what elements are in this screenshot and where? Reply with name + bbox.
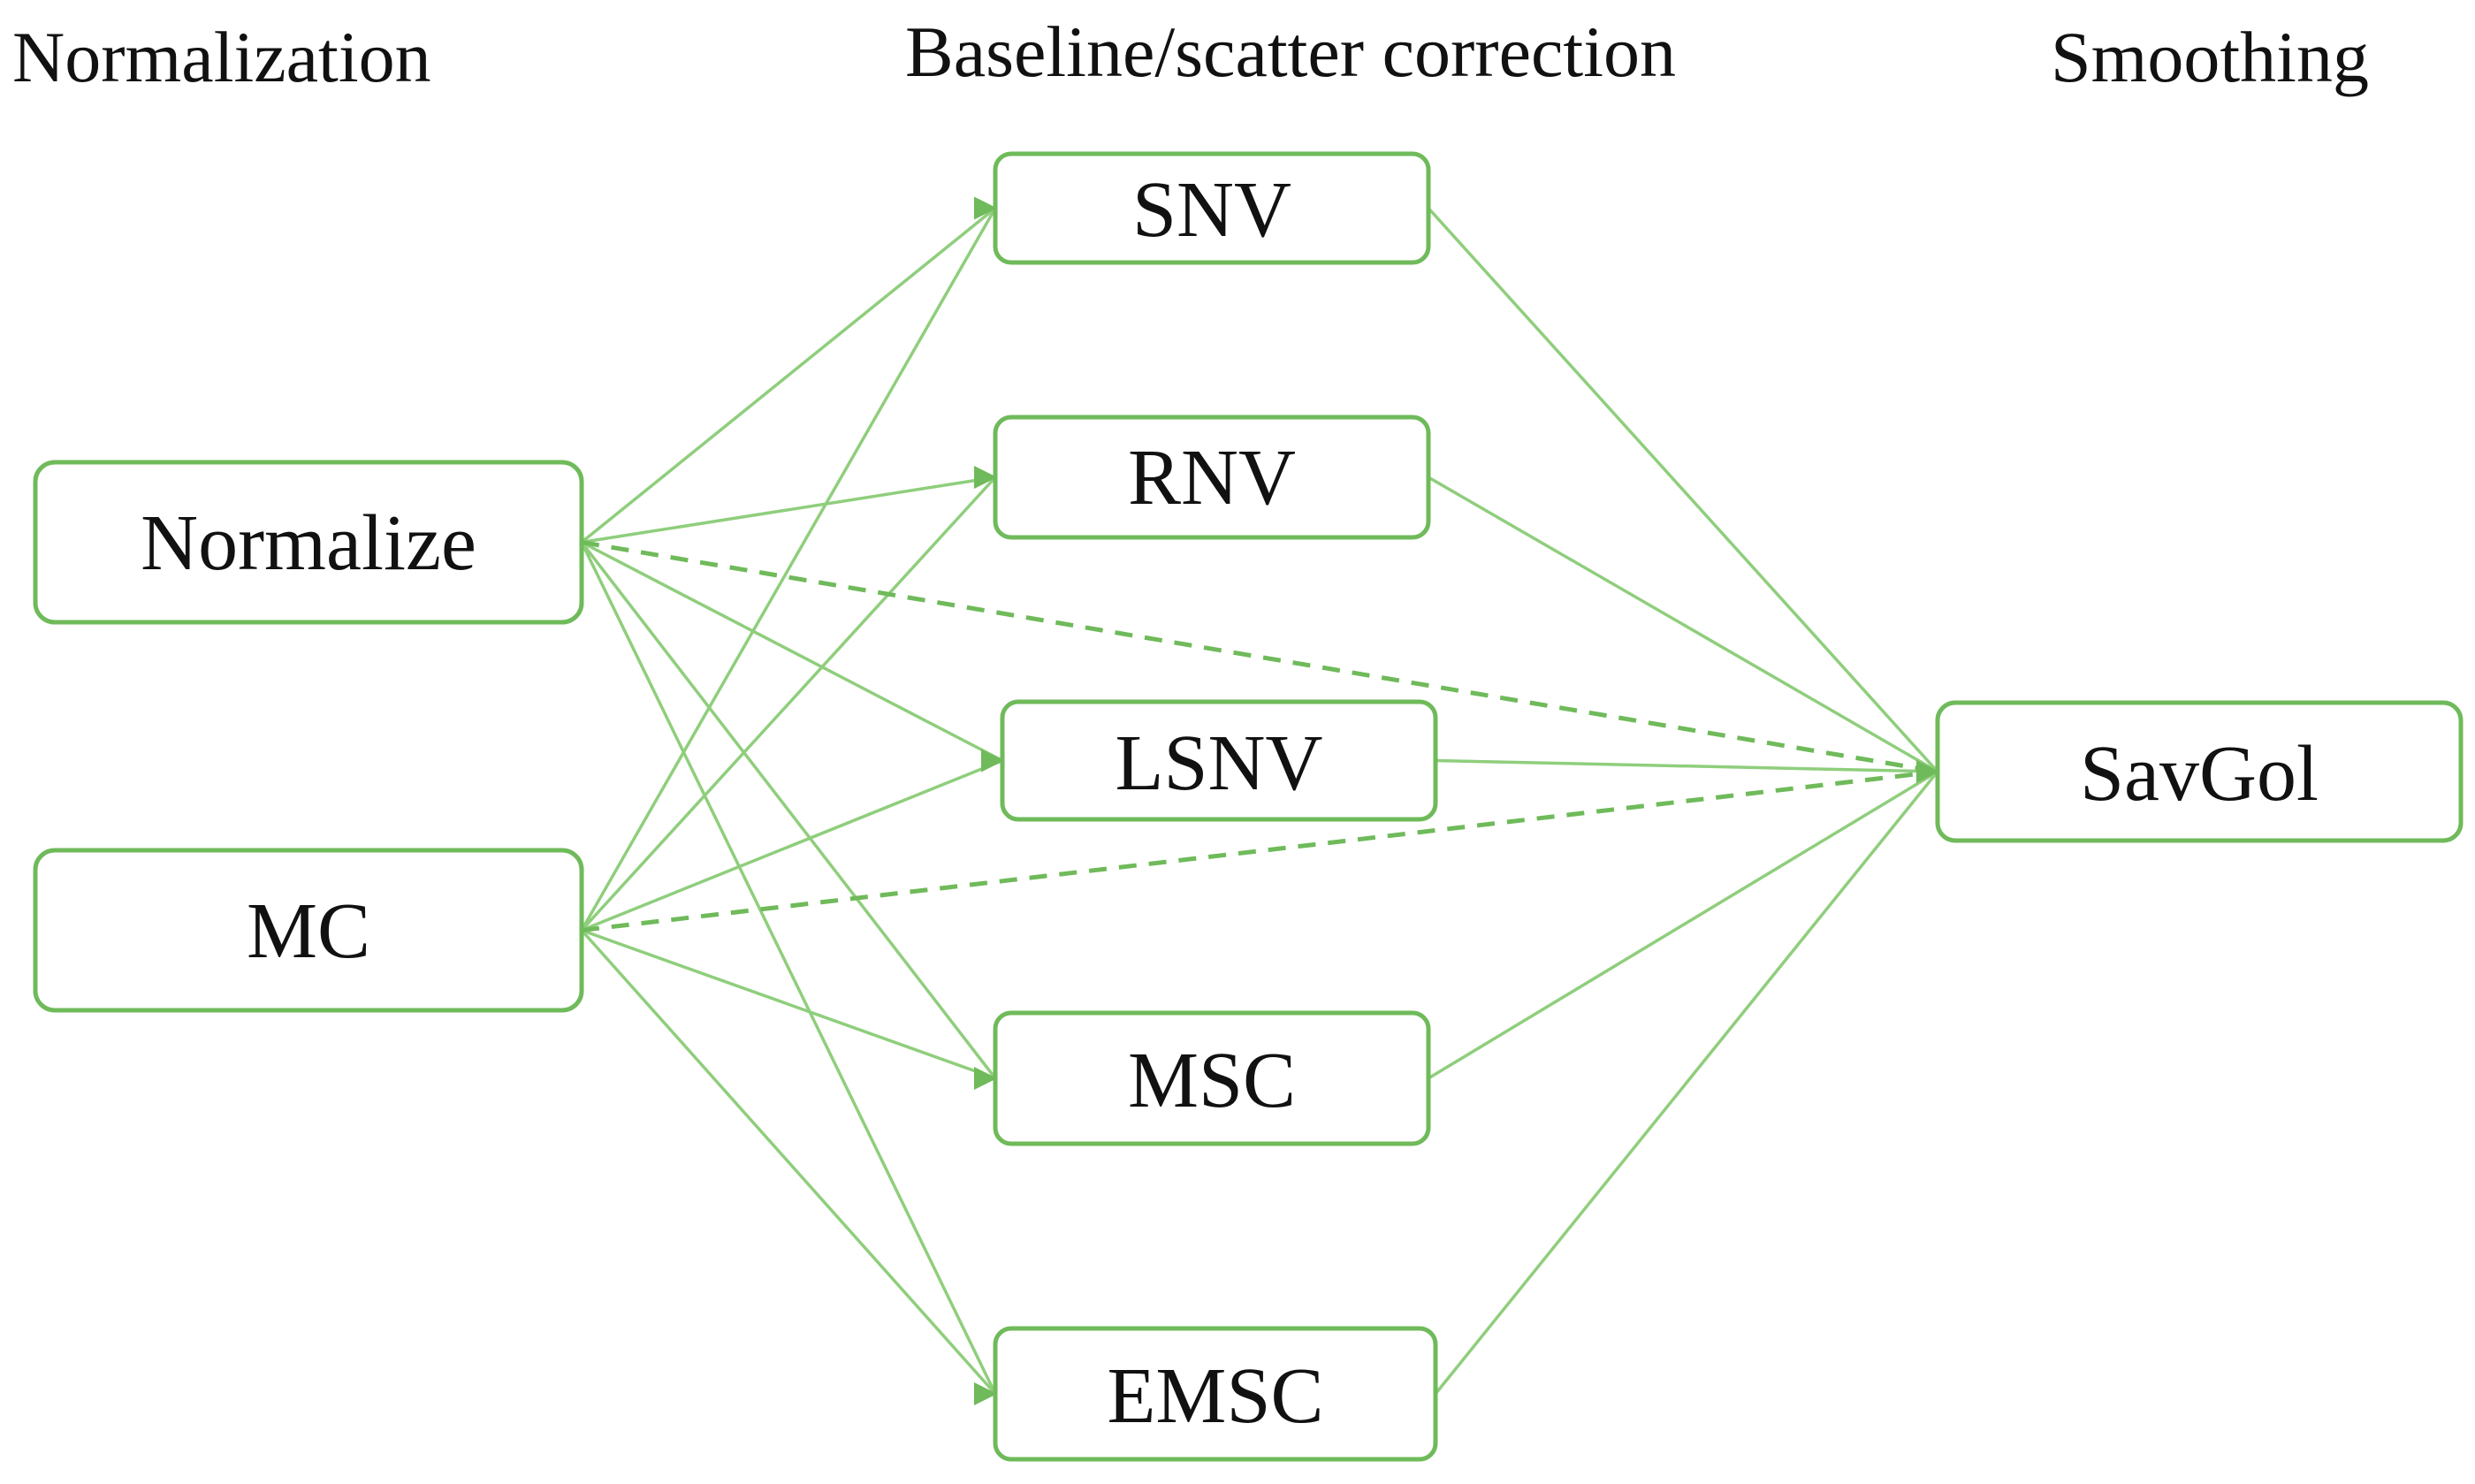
- node-snv: SNV: [993, 151, 1431, 265]
- node-emsc: EMSC: [993, 1326, 1438, 1462]
- node-savgol: SavGol: [1935, 700, 2464, 843]
- edge-mc-to-msc: [581, 928, 996, 1080]
- edge-lsnv-to-savgol: [1435, 758, 1938, 773]
- node-mc: MC: [33, 848, 584, 1013]
- edge-mc-to-savgol: [581, 769, 1938, 932]
- node-savgol-box: [1935, 700, 2464, 843]
- edge-snv-to-savgol: [1427, 207, 1939, 773]
- arrowhead-into-snv: [974, 196, 997, 220]
- node-lsnv: LSNV: [1000, 699, 1438, 822]
- node-snv-label: SNV: [1132, 166, 1291, 254]
- node-emsc-label: EMSC: [1107, 1352, 1323, 1440]
- node-rnv-box: [993, 415, 1431, 540]
- node-normalize-box: [33, 460, 584, 625]
- heading-normalization: Normalization: [12, 17, 431, 97]
- heading-baseline-scatter-correction: Baseline/scatter correction: [905, 11, 1676, 92]
- edge-rnv-to-savgol: [1428, 476, 1938, 773]
- node-msc: MSC: [993, 1010, 1431, 1146]
- node-savgol-label: SavGol: [2080, 730, 2319, 818]
- edge-emsc-to-savgol: [1434, 770, 1939, 1396]
- node-msc-box: [993, 1010, 1431, 1146]
- edge-normalize-to-emsc: [580, 541, 997, 1395]
- edge-normalize-to-rnv: [581, 476, 996, 544]
- node-msc-label: MSC: [1128, 1037, 1296, 1124]
- edge-normalize-to-snv: [580, 207, 997, 544]
- node-emsc-box: [993, 1326, 1438, 1462]
- arrowhead-into-lsnv: [981, 749, 1004, 772]
- edge-mc-to-snv: [580, 207, 997, 932]
- arrowhead-into-emsc: [974, 1382, 997, 1405]
- edge-msc-to-savgol: [1428, 770, 1938, 1080]
- edge-mc-to-rnv: [580, 476, 997, 932]
- node-normalize: Normalize: [33, 460, 584, 625]
- arrowhead-into-rnv: [974, 466, 997, 489]
- node-lsnv-box: [1000, 699, 1438, 822]
- heading-smoothing: Smoothing: [2051, 17, 2369, 97]
- node-mc-label: MC: [247, 887, 370, 975]
- edges-layer: [580, 196, 1939, 1405]
- node-mc-box: [33, 848, 584, 1013]
- arrowhead-into-msc: [974, 1067, 997, 1090]
- node-snv-box: [993, 151, 1431, 265]
- edge-normalize-to-lsnv: [581, 540, 1003, 763]
- edge-normalize-to-savgol: [581, 540, 1938, 774]
- edge-mc-to-emsc: [580, 929, 997, 1396]
- node-normalize-label: Normalize: [141, 499, 476, 587]
- node-rnv-label: RNV: [1128, 434, 1296, 521]
- arrowhead-into-savgol: [1916, 760, 1939, 783]
- edge-normalize-to-msc: [580, 541, 997, 1080]
- node-rnv: RNV: [993, 415, 1431, 540]
- node-lsnv-label: LSNV: [1115, 719, 1322, 807]
- edge-mc-to-lsnv: [581, 758, 1003, 932]
